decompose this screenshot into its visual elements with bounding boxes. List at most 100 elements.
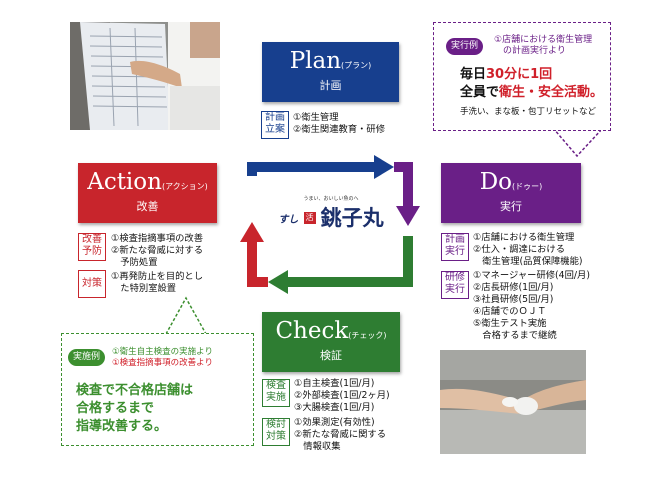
example-top-line2-pre: 全員で	[460, 85, 500, 100]
check-item-2: ②外部検査(1回/2ヶ月)	[294, 390, 390, 401]
check-to-action-arrowhead	[268, 270, 288, 294]
check-title-jp: 検証	[320, 349, 342, 362]
check-items-2: ①効果測定(有効性) ②新たな脅威に関する 情報収集	[294, 417, 386, 453]
action-title-jp: 改善	[136, 200, 159, 213]
example-bottom-main: 検査で不合格店舗は 合格するまで 指導改善する。	[76, 382, 193, 436]
do-title-en: Do	[479, 169, 513, 195]
action-tag-2: 対策	[78, 270, 106, 298]
cycle-arrows	[240, 155, 420, 294]
check-tag-2-line1: 検討	[266, 419, 286, 430]
action-item-1: ①検査指摘事項の改善	[111, 233, 204, 244]
example-bottom-callout: 実施例 ①衛生自主検査の実施より ①検査指摘事項の改善より 検査で不合格店舗は …	[61, 333, 254, 446]
plan-to-do-arrow	[247, 162, 378, 176]
example-bottom-note: ①衛生自主検査の実施より ①検査指摘事項の改善より	[112, 347, 213, 369]
example-top-pointer	[552, 128, 604, 158]
action-tag-1: 改善 予防	[78, 233, 106, 261]
example-top-line2-red: 衛生・安全活動。	[499, 85, 604, 100]
example-top-note: ①店舗における衛生管理 の計画実行より	[494, 35, 592, 57]
example-top-label: 実行例	[446, 38, 484, 55]
example-bottom-note2: ①検査指摘事項の改善より	[112, 358, 213, 368]
handwashing-photo-illustration	[440, 350, 586, 454]
action-title-sub: (アクション)	[161, 182, 208, 191]
action-to-plan-arrow	[247, 238, 268, 287]
plan-title-jp: 計画	[319, 79, 342, 92]
check-tag-2-line2: 対策	[266, 431, 286, 442]
plan-items: ①衛生管理 ②衛生関連教育・研修	[293, 112, 385, 136]
brand-name: 銚子丸	[320, 205, 384, 230]
do-item-2b: 衛生管理(品質保障機能)	[473, 256, 583, 267]
check-box: Check(チェック) 検証	[262, 312, 400, 372]
do-tag-1-line1: 計画	[445, 234, 465, 245]
example-top-small: 手洗い、まな板・包丁リセットなど	[460, 107, 597, 117]
do-items-1: ①店舗における衛生管理 ②仕入・調達における 衛生管理(品質保障機能)	[473, 232, 583, 268]
action-item-2: ②新たな脅威に対する	[111, 245, 204, 256]
do-tag-2: 研修 実行	[441, 271, 469, 299]
check-item-3: ③大腸検査(1回/月)	[294, 402, 375, 413]
action-item-3: ①再発防止を目的とし	[111, 271, 204, 282]
do-item-2: ②仕入・調達における	[473, 244, 566, 255]
action-items-2: ①再発防止を目的とし た特別室設置	[111, 271, 203, 295]
do-item-6: ④店舗でのＯＪＴ	[473, 306, 547, 317]
example-bottom-main-line2: 合格するまで	[76, 401, 155, 416]
do-items-2: ①マネージャー研修(4回/月) ②店長研修(1回/月) ③社員研修(5回/月) …	[473, 270, 590, 342]
plan-tag: 計画 立案	[261, 111, 289, 139]
check-item-5b: 情報収集	[294, 441, 341, 452]
do-tag-2-line1: 研修	[445, 272, 465, 283]
check-items-1: ①自主検査(1回/月) ②外部検査(1回/2ヶ月) ③大腸検査(1回/月)	[294, 378, 390, 414]
do-item-4: ②店長研修(1回/月)	[473, 282, 554, 293]
brand-prefix: すし	[278, 214, 299, 226]
inspection-photo	[70, 22, 220, 130]
example-top-line1: 毎日30分に1回	[460, 67, 552, 83]
inspection-photo-illustration	[70, 22, 220, 130]
plan-to-do-arrowhead	[374, 155, 394, 179]
action-item-2b: 予防処置	[111, 257, 158, 268]
action-tag-1-line1: 改善	[82, 234, 102, 245]
plan-item-2: ②衛生関連教育・研修	[293, 124, 386, 135]
example-top-line2: 全員で衛生・安全活動。	[460, 85, 603, 101]
check-tag-2: 検討 対策	[262, 418, 290, 446]
do-item-1: ①店舗における衛生管理	[473, 232, 575, 243]
do-to-check-arrowhead	[396, 206, 420, 226]
action-box: Action(アクション) 改善	[78, 163, 217, 223]
action-item-3b: た特別室設置	[111, 283, 177, 294]
action-items-1: ①検査指摘事項の改善 ②新たな脅威に対する 予防処置	[111, 233, 203, 269]
check-tag-1-line2: 実施	[266, 392, 286, 403]
example-top-callout: 実行例 ①店舗における衛生管理 の計画実行より 毎日30分に1回 全員で衛生・安…	[433, 22, 611, 131]
do-title-jp: 実行	[500, 200, 522, 213]
check-tag-1-line1: 検査	[266, 380, 286, 391]
example-top-note-line1: ①店舗における衛生管理	[494, 35, 593, 45]
example-top-line1-red: 30分に1回	[486, 67, 553, 82]
brand-badge: 活	[303, 212, 316, 224]
plan-tag-line2: 立案	[265, 124, 285, 135]
plan-box: Plan(プラン) 計画	[262, 42, 399, 102]
plan-item-1: ①衛生管理	[293, 112, 339, 123]
do-tag-1: 計画 実行	[441, 233, 469, 261]
action-title-en: Action	[87, 169, 162, 195]
do-item-7b: 合格するまで継続	[473, 330, 557, 341]
action-to-plan-arrowhead	[240, 222, 264, 242]
do-box: Do(ドゥー) 実行	[441, 163, 581, 223]
brand-logo: うまい、おいしい魚のへ すし 活 銚子丸	[276, 196, 386, 248]
check-to-action-arrow	[284, 236, 413, 287]
plan-title-sub: (プラン)	[341, 61, 372, 70]
check-tag-1: 検査 実施	[262, 379, 290, 407]
example-bottom-pointer	[165, 296, 207, 335]
do-tag-2-line2: 実行	[445, 284, 465, 295]
check-item-1: ①自主検査(1回/月)	[294, 378, 375, 389]
brand-tagline: うまい、おいしい魚のへ	[303, 196, 359, 202]
check-title-sub: (チェック)	[348, 331, 387, 340]
plan-title-en: Plan	[289, 48, 342, 74]
plan-tag-line1: 計画	[265, 112, 285, 123]
example-bottom-main-line3: 指導改善する。	[76, 419, 168, 434]
do-item-7: ⑤衛生テスト実施	[473, 318, 547, 329]
do-item-3: ①マネージャー研修(4回/月)	[473, 270, 590, 281]
example-top-line1-pre: 毎日	[460, 67, 487, 82]
do-item-5: ③社員研修(5回/月)	[473, 294, 554, 305]
example-top-note-line2: の計画実行より	[503, 46, 566, 56]
example-bottom-label: 実施例	[68, 349, 106, 366]
handwashing-photo	[440, 350, 586, 454]
do-tag-1-line2: 実行	[445, 246, 465, 257]
example-bottom-note1: ①衛生自主検査の実施より	[112, 347, 213, 357]
check-item-4: ①効果測定(有効性)	[294, 417, 375, 428]
action-tag-2-line1: 対策	[82, 278, 102, 289]
